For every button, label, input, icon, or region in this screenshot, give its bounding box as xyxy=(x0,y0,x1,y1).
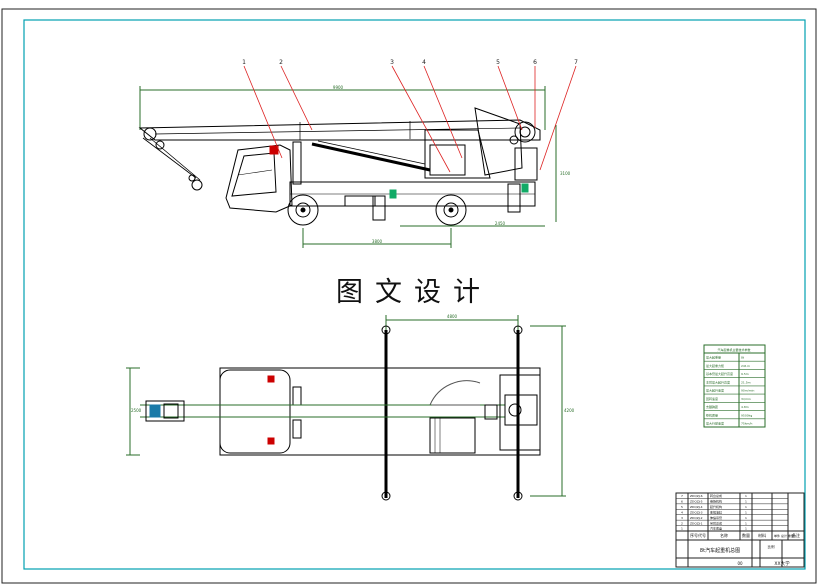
turntable xyxy=(424,107,538,181)
boom-assembly xyxy=(138,119,541,191)
truck-chassis xyxy=(289,141,536,221)
inner-border xyxy=(23,19,806,570)
dim-text-span-y: 4200 xyxy=(564,408,575,413)
parameter-name: 最大起重力矩 xyxy=(706,363,724,368)
parameter-value: 24t.m xyxy=(741,364,750,368)
header-code: 代号 xyxy=(698,532,706,538)
crane-top-view: 4800 4200 2500 xyxy=(126,314,575,501)
part-no: 6 xyxy=(681,500,683,504)
parameter-name: 最大起升速度 xyxy=(706,388,724,393)
part-no: 2 xyxy=(681,521,683,525)
parameter-table: 汽车起重机主要技术参数 最大起重量 8t 最大起重力矩 24t.m 基本臂最大起升高度 9… xyxy=(703,344,766,428)
part-no: 3 xyxy=(681,516,683,520)
parameter-name: 基本臂最大起升高度 xyxy=(706,371,733,376)
parameter-table-title: 汽车起重机主要技术参数 xyxy=(717,347,750,352)
part-qty: 1 xyxy=(745,505,747,509)
rear-wheel xyxy=(435,194,467,226)
dimension-top xyxy=(126,315,566,497)
callout-2: 2 xyxy=(279,59,283,66)
parameter-value: 9500kg xyxy=(741,413,752,417)
hoist-house-top xyxy=(484,374,541,451)
front-wheel xyxy=(287,194,319,226)
part-no: 4 xyxy=(681,510,683,514)
parameter-value: 8t xyxy=(741,356,745,360)
parameter-value: 4.8m xyxy=(741,405,749,409)
parameter-value: 90m/min xyxy=(741,389,755,393)
outer-frame xyxy=(1,8,817,584)
sheet-label: 00 xyxy=(737,561,743,566)
cab-top xyxy=(219,369,291,454)
header-qty: 数量 xyxy=(742,532,750,538)
mirror-left xyxy=(292,386,302,406)
parameter-value: 75km/h xyxy=(741,422,752,426)
slew-ring xyxy=(429,380,481,454)
callout-7: 7 xyxy=(574,59,578,66)
header-material: 材料 xyxy=(758,532,766,538)
drawing-title: 8t汽车起重机总图 xyxy=(700,547,740,554)
parameter-name: 主臂最大起升高度 xyxy=(706,379,730,384)
parameter-value: 9.5m xyxy=(741,372,749,376)
header-no: 序号 xyxy=(690,532,698,538)
part-qty: 1 xyxy=(745,500,747,504)
part-name: 卷扬机构 xyxy=(710,499,722,504)
dimension-overall-length xyxy=(139,86,546,130)
parameter-name: 支腿跨距 xyxy=(706,404,718,409)
truck-cab xyxy=(225,144,293,213)
part-qty: 1 xyxy=(745,510,747,514)
part-name: 起升机构 xyxy=(710,504,722,509)
dim-text-left-width: 2500 xyxy=(131,408,142,413)
outriggers-top xyxy=(381,325,523,501)
marker-bottom xyxy=(267,437,275,445)
dimension-wheelbase xyxy=(302,125,557,248)
dim-text-height: 3100 xyxy=(560,171,571,176)
marker-top xyxy=(267,375,275,383)
part-qty: 1 xyxy=(745,521,747,525)
part-code: ZDQZJ-2 xyxy=(690,516,703,520)
part-code: ZDQZJ-1 xyxy=(690,521,703,525)
part-code: ZDQZJ-5 xyxy=(690,500,703,504)
part-name: 吊臂总成 xyxy=(710,520,722,525)
callout-5: 5 xyxy=(496,59,500,66)
parameter-value: 3r/min xyxy=(741,397,751,401)
parameter-name: 整机质量 xyxy=(706,412,718,417)
dim-text-wheelbase: 3800 xyxy=(372,239,383,244)
part-qty: 1 xyxy=(745,494,747,498)
header-weight: 单件 总计 重量 xyxy=(774,533,794,538)
part-no: 5 xyxy=(681,505,683,509)
callout-leaders xyxy=(243,65,577,173)
mirror-right xyxy=(292,419,302,439)
part-name: 转台总成 xyxy=(710,493,722,498)
callout-6: 6 xyxy=(533,59,537,66)
callout-1: 1 xyxy=(242,59,246,66)
title-block: 7 ZDQZJ-6 转台总成 1 6 ZDQZJ-5 卷扬机构 1 5 ZDQZJ-4 起升机构 1 4… xyxy=(675,492,805,568)
luffing-cylinder xyxy=(311,140,431,172)
part-name: 伸缩吊臂 xyxy=(710,515,722,520)
callout-3: 3 xyxy=(390,59,394,66)
part-name: 汽车底盘 xyxy=(710,526,722,531)
parameter-name: 回转速度 xyxy=(706,396,718,401)
school-label: XX大学 xyxy=(774,560,790,567)
part-code: ZDQZJ-3 xyxy=(690,510,703,514)
dim-text-rear-overhang: 2450 xyxy=(495,221,506,226)
part-qty: 1 xyxy=(745,527,747,531)
parameter-name: 最大行驶速度 xyxy=(706,421,724,426)
watermark-text: 图文设计 xyxy=(336,277,492,308)
parameter-value: 21.5m xyxy=(741,380,751,384)
crane-side-view: 9900 xyxy=(138,59,578,248)
header-name: 名称 xyxy=(720,532,728,538)
dim-text-overall: 9900 xyxy=(333,85,344,90)
part-code: ZDQZJ-4 xyxy=(690,505,703,509)
part-code: ZDQZJ-6 xyxy=(690,494,703,498)
scale-label: 比例 xyxy=(768,544,776,549)
part-no: 7 xyxy=(681,494,683,498)
part-qty: 1 xyxy=(745,516,747,520)
callout-4: 4 xyxy=(422,59,426,66)
dim-text-span-x: 4800 xyxy=(447,314,458,319)
parameter-name: 最大起重量 xyxy=(706,355,721,360)
part-name: 变幅油缸 xyxy=(710,509,722,514)
header-note: 备注 xyxy=(792,532,800,538)
part-no: 1 xyxy=(681,527,683,531)
callout-numbers: 1 2 3 4 5 6 7 xyxy=(242,59,578,66)
